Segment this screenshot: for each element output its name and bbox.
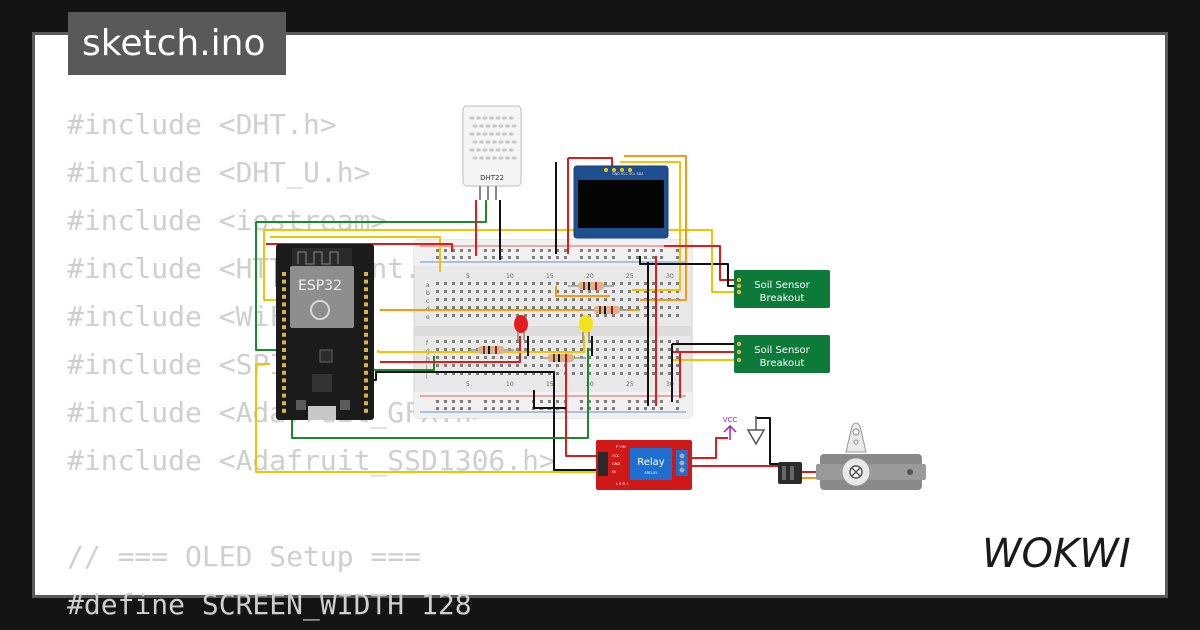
relay-module[interactable]: Relay SRD-05 P VIN VCC GND IN L E D 1 <box>596 440 692 490</box>
svg-text:f: f <box>426 340 429 347</box>
wire-yellow <box>270 236 441 272</box>
oled-header: GND VCC SCL SDA <box>612 172 644 176</box>
servo-motor[interactable] <box>778 422 926 490</box>
code-line: #define SCREEN_WIDTH 128 <box>67 588 472 621</box>
svg-text:a: a <box>426 282 430 289</box>
wire-red <box>690 437 728 459</box>
wire-red <box>565 362 598 457</box>
svg-text:VCC: VCC <box>612 454 620 458</box>
svg-text:WOKWI: WOKWI <box>982 531 1131 577</box>
file-tab[interactable]: sketch.ino <box>68 12 286 75</box>
code-line: #include <DHT.h> <box>67 108 337 141</box>
esp32-board[interactable]: ESP32 <box>276 244 374 420</box>
wire-yellow <box>255 363 598 473</box>
wire-black <box>639 256 738 287</box>
svg-text:i: i <box>426 364 428 371</box>
svg-text:15: 15 <box>546 273 554 280</box>
svg-text:10: 10 <box>506 381 514 388</box>
vcc-label: VCC <box>723 416 738 424</box>
soil-sensor-2-title: Soil Sensor <box>754 345 810 356</box>
wire-black <box>533 390 566 409</box>
wire-black <box>756 417 800 465</box>
resistor[interactable] <box>584 306 630 314</box>
code-line: #include <iostream> <box>67 204 388 237</box>
wire-yellow <box>711 256 738 293</box>
svg-text:15: 15 <box>546 381 554 388</box>
relay-label: Relay <box>637 457 665 468</box>
svg-text:e: e <box>426 314 430 321</box>
svg-text:b: b <box>426 290 430 297</box>
code-line: #include <DHT_U.h> <box>67 156 371 189</box>
wire-orange <box>555 286 610 297</box>
esp32-label: ESP32 <box>298 278 342 294</box>
svg-text:IN: IN <box>612 470 616 474</box>
svg-text:5: 5 <box>466 381 470 388</box>
wokwi-logo-mark: WOKWI <box>982 531 1131 577</box>
wire-orange <box>624 155 687 301</box>
soil-sensor-2[interactable]: Soil Sensor Breakout <box>734 335 830 373</box>
wokwi-logo: WOKWI <box>978 525 1148 577</box>
relay-sub: SRD-05 <box>644 471 657 475</box>
red-led[interactable] <box>514 315 528 340</box>
wire-yellow <box>377 350 380 353</box>
svg-text:30: 30 <box>666 381 674 388</box>
svg-text:10: 10 <box>506 273 514 280</box>
wire-yellow <box>380 336 585 353</box>
svg-text:20: 20 <box>586 273 594 280</box>
code-background: #include <DHT.h> #include <DHT_U.h> #inclu… <box>67 101 556 629</box>
wire-red <box>380 336 521 363</box>
soil-sensor-2-sub: Breakout <box>760 358 805 369</box>
svg-text:P VIN: P VIN <box>616 445 626 449</box>
svg-text:5: 5 <box>466 273 470 280</box>
svg-text:j: j <box>425 372 428 379</box>
code-line: // === OLED Setup === <box>67 540 422 573</box>
yellow-led[interactable] <box>579 315 593 340</box>
svg-text:GND: GND <box>612 462 620 466</box>
svg-text:25: 25 <box>626 273 634 280</box>
svg-text:h: h <box>426 356 430 363</box>
oled-display[interactable]: GND VCC SCL SDA <box>573 165 669 239</box>
soil-sensor-1-sub: Breakout <box>760 293 805 304</box>
breadboard-holes[interactable] <box>436 249 679 410</box>
svg-text:30: 30 <box>666 273 674 280</box>
ground-symbol[interactable] <box>746 416 766 446</box>
svg-text:L E D 1: L E D 1 <box>616 482 629 486</box>
breadboard-column-numbers: 5 10 15 20 25 30 5 10 15 20 25 30 <box>466 273 674 388</box>
soil-sensor-1[interactable]: Soil Sensor Breakout <box>734 270 830 308</box>
wire-yellow <box>264 229 713 256</box>
resistor[interactable] <box>568 282 614 290</box>
resistor[interactable] <box>540 354 586 362</box>
soil-sensor-1-title: Soil Sensor <box>754 280 810 291</box>
dht22-label: DHT22 <box>480 174 504 182</box>
svg-text:c: c <box>426 298 429 305</box>
vcc-symbol[interactable]: VCC <box>723 416 738 440</box>
dht22-sensor[interactable]: DHT22 <box>462 105 522 200</box>
svg-text:20: 20 <box>586 381 594 388</box>
wire-green <box>256 200 487 223</box>
svg-text:25: 25 <box>626 381 634 388</box>
resistor[interactable] <box>470 346 514 354</box>
